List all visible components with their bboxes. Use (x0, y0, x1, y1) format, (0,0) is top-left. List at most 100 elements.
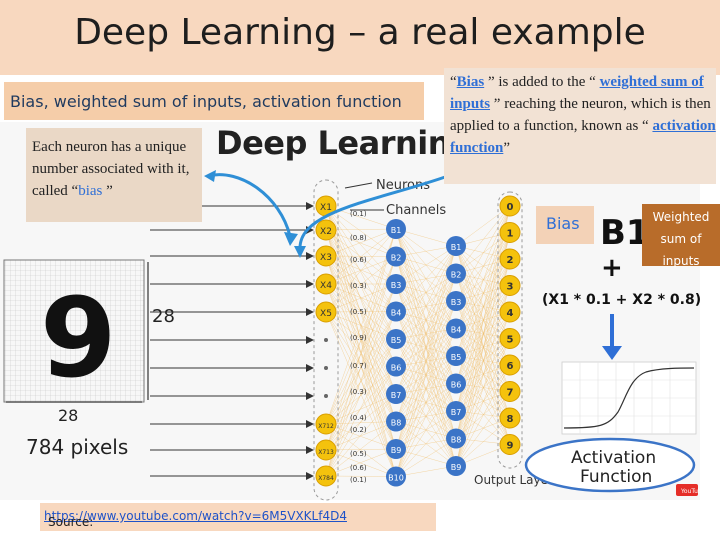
sigmoid-curve (563, 367, 695, 429)
weighted-sum-callout: Weighted sum of inputs (642, 204, 720, 268)
activation-function-ellipse (524, 437, 696, 493)
bias-explanation-note: “Bias ” is added to the “ weighted sum o… (444, 68, 716, 184)
dimension-bottom: 28 (58, 406, 78, 425)
hidden-neuron-label: B3 (391, 281, 402, 290)
input-neuron-label: X784 (318, 475, 334, 482)
bias-term-right: Bias (456, 74, 485, 90)
bias-arrow-head-right (284, 232, 298, 246)
network-channels (325, 205, 511, 477)
output-neuron-label: 5 (507, 335, 514, 346)
weight-label: (0.7) (350, 362, 367, 370)
sigmoid-grid (562, 362, 696, 434)
output-neuron-label: 4 (507, 308, 514, 319)
bias-callout-text: Bias (546, 214, 580, 233)
input-neuron-label: X713 (318, 449, 334, 456)
hidden-neuron-label: B7 (391, 391, 402, 400)
output-neuron (499, 195, 521, 217)
neuron-bias-note-text: Each neuron has a unique number associat… (32, 139, 190, 199)
output-neuron (499, 381, 521, 402)
input-neuron (315, 245, 337, 267)
output-neuron (499, 275, 521, 296)
source-link[interactable]: https://www.youtube.com/watch?v=6M5VXKLf… (44, 509, 347, 523)
weight-label: (0.5) (350, 450, 367, 458)
weighted-sum-line-3: inputs (662, 254, 700, 268)
output-neuron (499, 248, 521, 270)
weight-label: (0.5) (350, 308, 367, 316)
hidden-neuron (446, 291, 466, 311)
weight-label: (0.6) (350, 256, 367, 264)
activation-label-2: Function (580, 467, 652, 487)
hidden-neuron (386, 356, 406, 377)
hidden-neuron (446, 263, 466, 284)
weight-labels: (0.1)(0.8)(0.6)(0.3)(0.5)(0.9)(0.7)(0.3)… (350, 210, 367, 484)
hidden-neuron-label: B1 (451, 243, 462, 252)
input-neuron-label: X3 (320, 253, 332, 263)
bias-arrow-head-left (204, 170, 216, 182)
input-neuron (315, 465, 337, 487)
input-arrow-head (306, 336, 314, 344)
input-arrow-head (306, 252, 314, 260)
hidden-neuron (386, 466, 406, 487)
neurons-label: Neurons (376, 178, 430, 193)
weight-label: (0.6) (350, 464, 367, 472)
weighted-sum-line-1: Weighted (652, 210, 710, 224)
b1-label: B1 (600, 213, 650, 253)
output-neuron-label: 2 (507, 255, 514, 266)
youtube-icon (676, 484, 698, 496)
output-neuron-label: 7 (507, 388, 514, 399)
hidden-neuron (386, 329, 406, 349)
input-arrow-head (306, 280, 314, 288)
input-neuron-label: X712 (318, 423, 334, 430)
hidden-neuron (446, 401, 466, 421)
input-arrows (150, 202, 314, 480)
dimension-right: 28 (152, 306, 175, 327)
output-neuron-label: 0 (507, 202, 514, 213)
weighted-sum-line-2: sum of (660, 232, 702, 246)
deep-learning-brand: Deep Learning (216, 124, 473, 162)
input-neuron-label: X4 (320, 281, 332, 291)
hidden-neuron-label: B7 (451, 408, 462, 417)
hidden-neuron (386, 246, 406, 267)
left-header-text: Bias, weighted sum of inputs, activation… (10, 92, 402, 111)
output-neuron (499, 354, 521, 376)
channels-label: Channels (386, 203, 446, 218)
neurons-pointer (344, 182, 373, 189)
input-neuron-label: X5 (320, 309, 332, 319)
neuron-bias-note: Each neuron has a unique number associat… (26, 128, 202, 222)
bias-callout: Bias (536, 206, 594, 244)
left-header: Bias, weighted sum of inputs, activation… (4, 82, 424, 120)
source-prefix: Source: (48, 515, 94, 529)
hidden-neuron (446, 428, 466, 449)
hidden-neuron-label: B8 (451, 436, 462, 445)
input-neuron (315, 219, 337, 241)
plus-sign: + (601, 253, 623, 283)
digit-grid (3, 259, 145, 403)
output-neuron (499, 222, 521, 243)
hidden-neuron-label: B6 (451, 381, 462, 390)
input-arrow-head (306, 364, 314, 372)
output-neuron-label: 1 (507, 229, 514, 240)
hidden-neuron (446, 456, 466, 476)
weighted-sum-arrow (298, 174, 449, 249)
input-arrow-head (306, 420, 314, 428)
weighted-sum-term: weighted sum of inputs (450, 74, 704, 112)
input-neuron (315, 273, 337, 295)
hidden-neuron (446, 346, 466, 366)
hidden-neuron-label: B4 (391, 309, 402, 318)
weight-label: (0.4) (350, 414, 367, 422)
hidden-neuron-label: B8 (391, 419, 402, 428)
hidden-neuron-label: B9 (391, 446, 402, 455)
hidden-neuron (386, 384, 406, 404)
ellipsis-dot (324, 366, 328, 370)
hidden-neuron (446, 373, 466, 394)
weight-label: (0.1) (350, 210, 367, 218)
input-arrow-head (306, 446, 314, 454)
hidden-neuron-label: B1 (391, 226, 402, 235)
activation-label-1: Activation (571, 448, 656, 468)
output-neuron (499, 407, 521, 429)
input-neuron (315, 439, 337, 461)
